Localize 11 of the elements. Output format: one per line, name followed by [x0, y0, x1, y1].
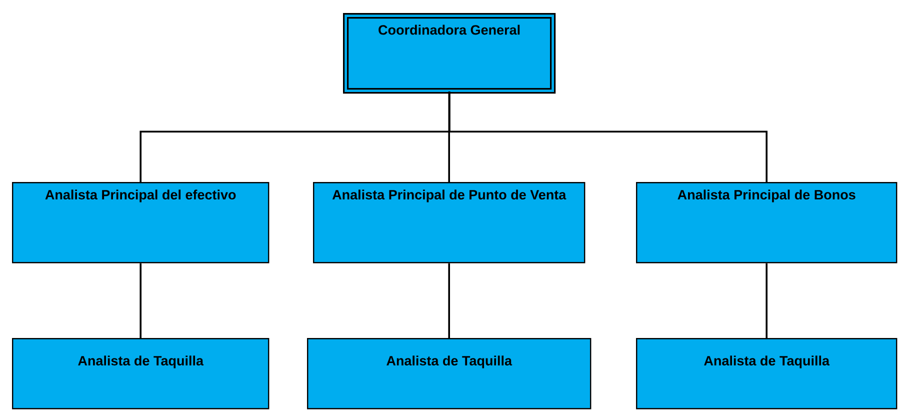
role-box: Analista Principal de Bonos	[636, 182, 898, 264]
coordinator-box: Coordinadora General	[343, 13, 556, 94]
role-box: Analista de Taquilla	[636, 338, 898, 410]
connector-line	[448, 263, 450, 338]
connector-line	[448, 92, 768, 182]
role-box: Analista de Taquilla	[307, 338, 592, 410]
connector-line	[140, 263, 142, 338]
role-box: Analista Principal de Punto de Venta	[313, 182, 586, 264]
connector-line	[766, 263, 768, 338]
role-box: Analista de Taquilla	[12, 338, 270, 410]
role-box: Analista Principal del efectivo	[12, 182, 270, 264]
